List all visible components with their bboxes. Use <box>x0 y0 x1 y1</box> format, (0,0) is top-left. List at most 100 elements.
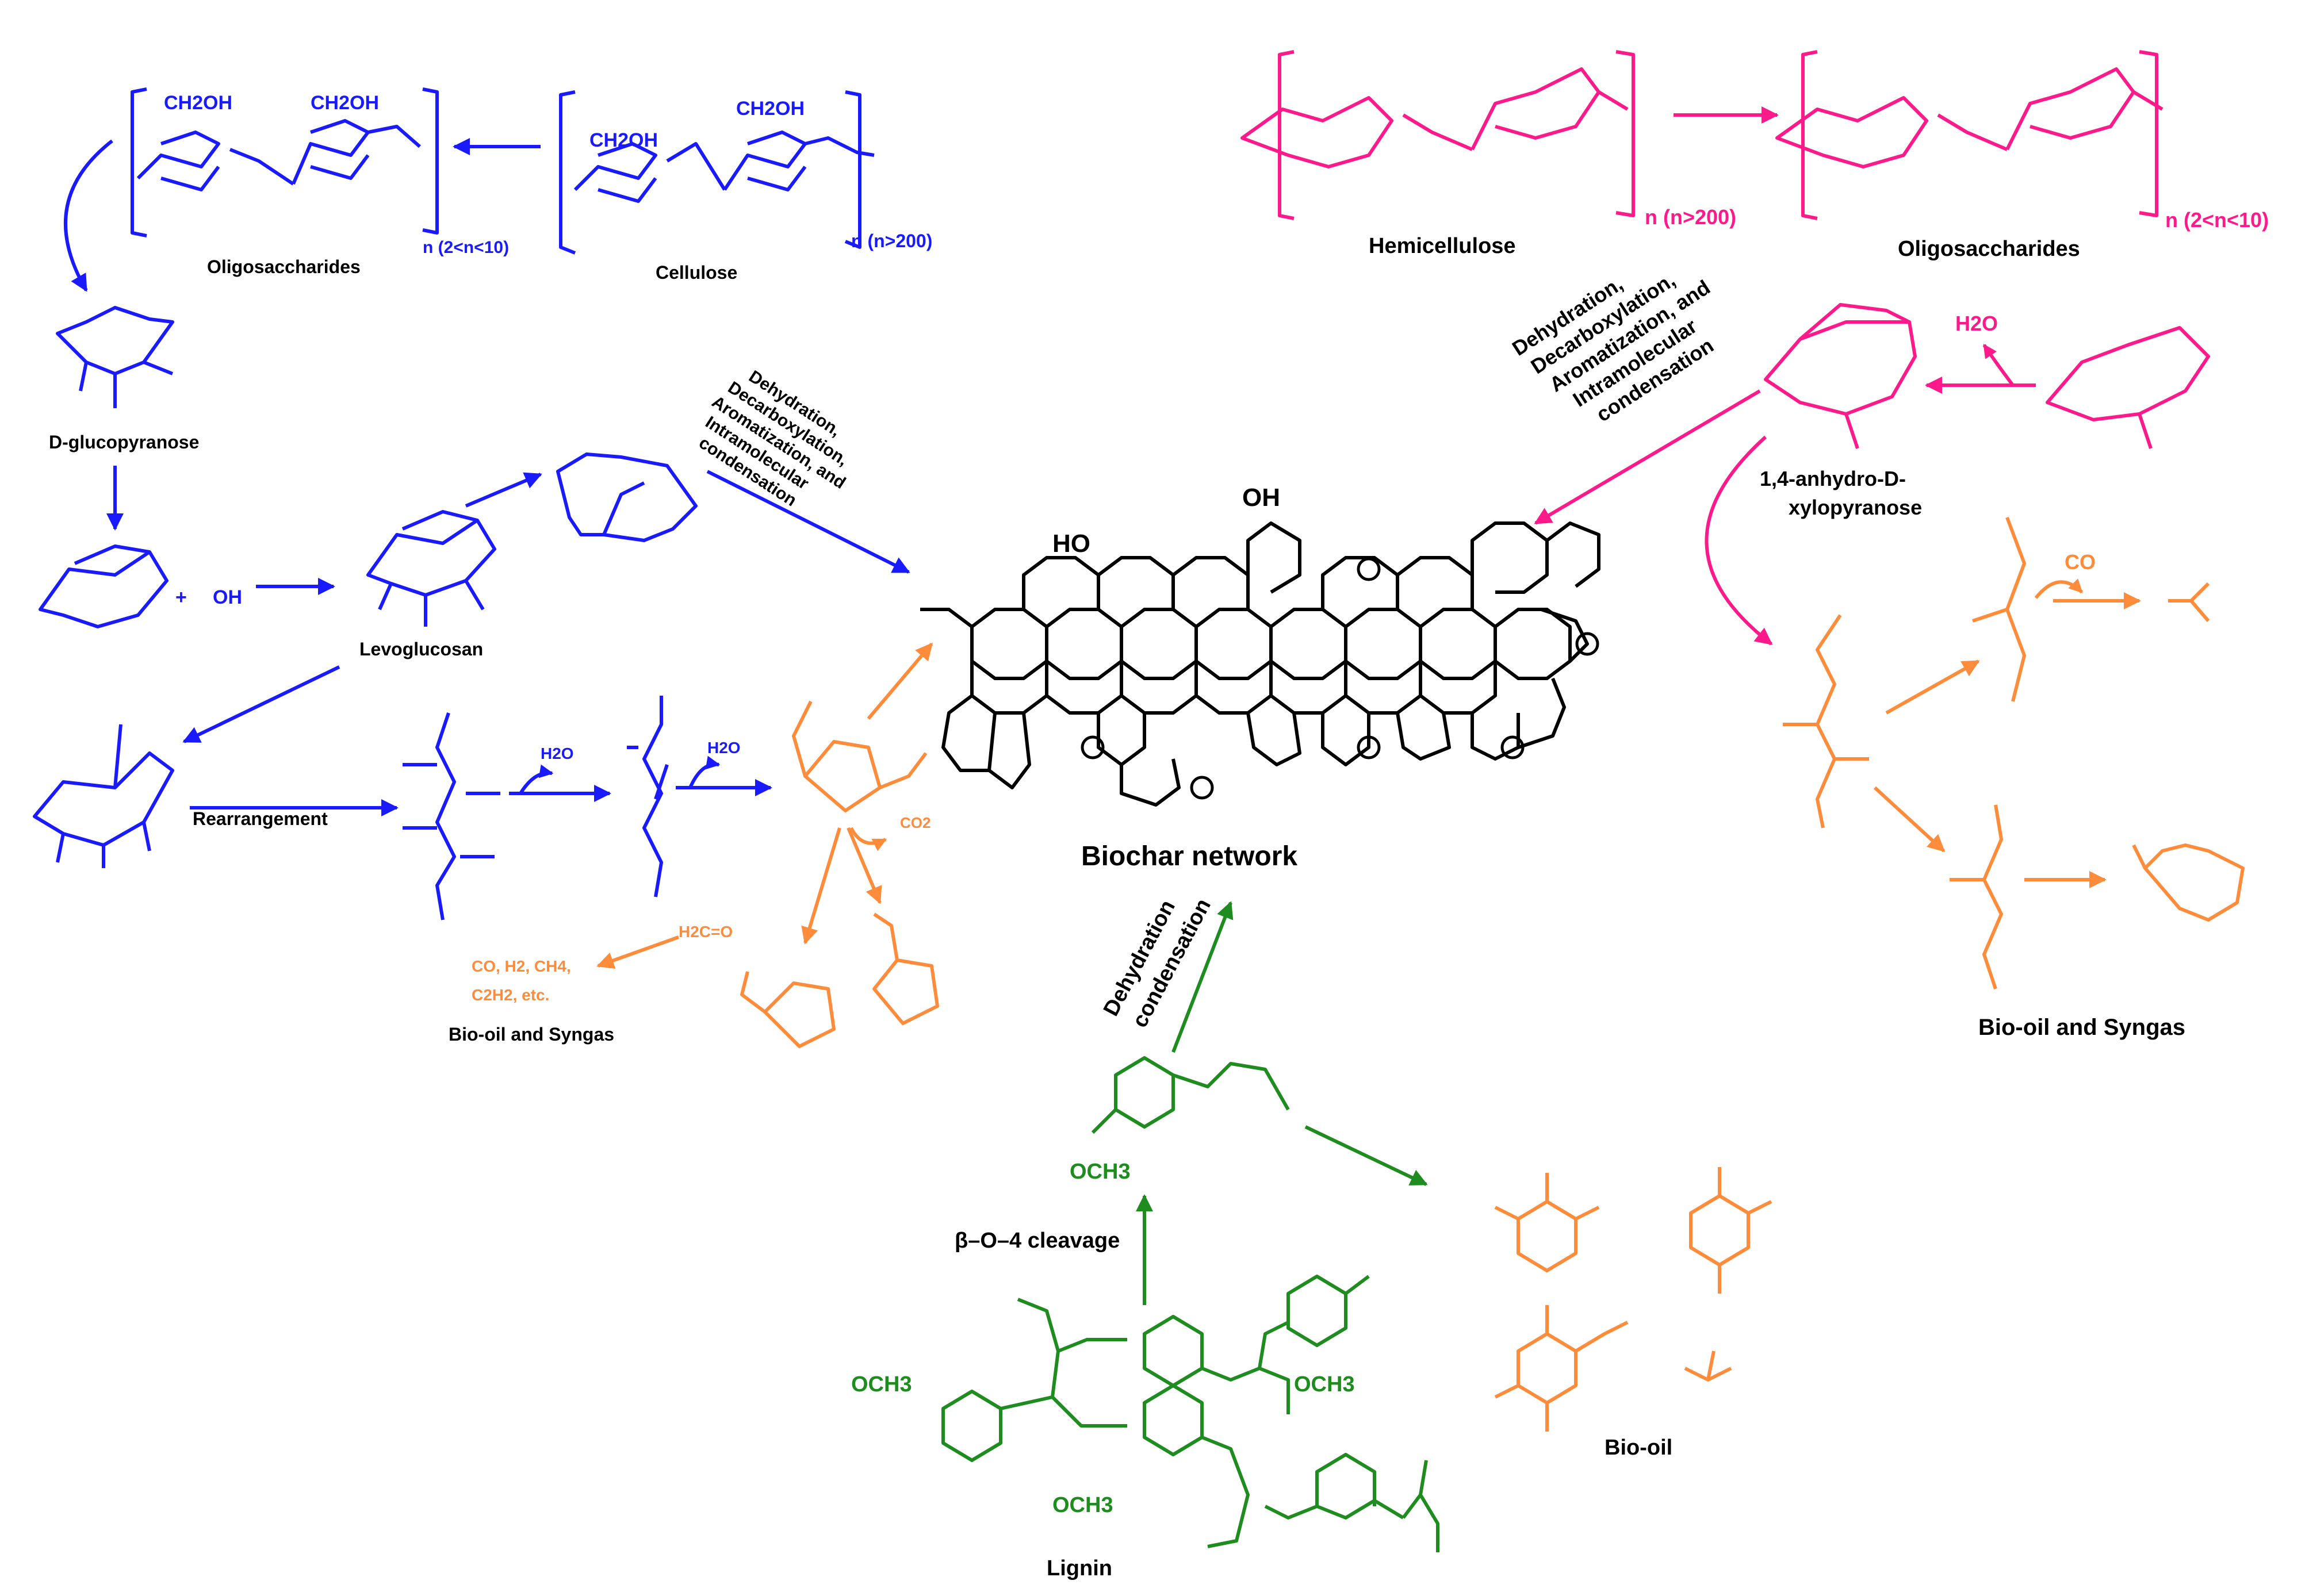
lignin-products <box>1494 1167 1772 1432</box>
arrow-to-lower-intermediate <box>1873 786 1946 853</box>
hemicellulose-oligo-label: Oligosaccharides <box>1898 237 2080 261</box>
lignin-och3-label-3: OCH3 <box>1052 1493 1113 1517</box>
arrow-hmf-to-biochar <box>867 642 933 720</box>
biochar-ho-label: HO <box>1052 530 1090 558</box>
cleavage-label: β–O–4 cleavage <box>955 1229 1120 1253</box>
water-release-curve-1 <box>519 764 554 795</box>
hmf-structure <box>792 700 928 812</box>
biochar-furan-oxygen-4 <box>1500 735 1525 759</box>
arrow-anhydro-to-open-chain <box>1705 435 1773 646</box>
co-label: CO <box>2065 550 2096 574</box>
oh-radical-label: OH <box>213 586 242 608</box>
cellulose-oligo-label: Oligosaccharides <box>207 256 361 277</box>
lignin-polymer-structure <box>941 1275 1439 1552</box>
upper-intermediate-structure <box>1972 516 2026 702</box>
arrow-levoglucosan-to-glucose <box>182 665 340 743</box>
cellulose-polymer-label: Cellulose <box>656 262 737 283</box>
gases-label-line-1: CO, H2, CH4, <box>472 957 571 975</box>
levoglucosan-label: Levoglucosan <box>359 639 483 659</box>
lignin-bio-oil-label: Bio-oil <box>1605 1436 1672 1460</box>
water-label-1: H2O <box>541 745 574 762</box>
hemicellulose-oligo-structure <box>1775 50 2164 220</box>
oligo-ch2oh-label-2: CH2OH <box>311 92 379 114</box>
biochar-furan-oxygen-5 <box>1357 557 1381 581</box>
hemicellulose-bio-oil-label: Bio-oil and Syngas <box>1978 1015 2185 1040</box>
biochar-furan-oxygen-3 <box>1357 735 1381 759</box>
arrow-to-upper-intermediate <box>1885 659 1980 715</box>
coniferyl-radical-structure <box>1091 1056 1290 1134</box>
lignin-och3-label-2: OCH3 <box>1294 1372 1355 1396</box>
levoglucosenone-structure <box>556 452 698 542</box>
biochar-furan-oxygen-6 <box>1575 632 1599 656</box>
arrow-formaldehyde-to-gases <box>596 935 680 969</box>
furyl-ketone-structure <box>2132 843 2245 922</box>
cellulose-polymer-n: n (n>200) <box>851 231 932 251</box>
xylose-radical-structure <box>2046 326 2210 449</box>
furfural-structure <box>740 971 836 1048</box>
hemi-water-label: H2O <box>1955 312 1998 335</box>
biochar-network <box>920 521 1600 807</box>
anhydro-label-line-2: xylopyranose <box>1789 496 1922 519</box>
hemicellulose-oligo-n: n (2<n<10) <box>2165 208 2269 232</box>
methoxyphenol-structure <box>1689 1167 1772 1294</box>
enol-structure <box>1684 1351 1732 1382</box>
formaldehyde-label: H2C=O <box>679 923 733 941</box>
arrow-anhydro-to-biochar <box>1534 389 1761 525</box>
open-chain-sugar-structure <box>403 712 500 920</box>
arrow-oligo-to-glucose <box>64 139 113 292</box>
hemicellulose-n: n (n>200) <box>1645 205 1736 229</box>
arrow-levoglucosenone-to-biochar <box>706 470 910 574</box>
cellulose-bio-oil-label: Bio-oil and Syngas <box>449 1024 614 1045</box>
cellulose-ch2oh-label-2: CH2OH <box>736 98 805 120</box>
lignin-och3-label-1: OCH3 <box>851 1372 912 1396</box>
anhydro-xylopyranose-structure <box>1764 303 1917 449</box>
co2-release-arrow <box>849 827 887 851</box>
biochar-furan-oxygen-1 <box>1081 735 1105 759</box>
rearrangement-label: Rearrangement <box>193 808 328 829</box>
arrow-radical-to-biochar <box>1171 901 1234 1053</box>
arrow-hmf-to-furfuryl <box>847 827 882 904</box>
levoglucosan-structure <box>366 510 496 627</box>
cellulose-oligo-n: n (2<n<10) <box>423 238 509 257</box>
gases-label-line-2: C2H2, etc. <box>472 986 549 1004</box>
glucopyranose-label: D-glucopyranose <box>49 432 199 452</box>
water-release-curve-2 <box>688 755 721 789</box>
anhydro-glucose-structure <box>39 544 169 628</box>
radical-och3-label: OCH3 <box>1070 1160 1131 1184</box>
furfuryl-alcohol-structure <box>872 912 939 1025</box>
lignin-branch: β–O–4 cleavage OCH3 <box>941 901 1439 1552</box>
glucose-isomer-structure <box>33 724 174 868</box>
hemicellulose-reaction-note: Dehydration, Decarboxylation, Aromatizat… <box>1508 268 1718 427</box>
lignin-label: Lignin <box>1047 1556 1112 1580</box>
cellulose-branch: CH2OH CH2OH Cellulose n (n>200) CH2OH CH… <box>33 87 932 920</box>
co-release-arrow <box>2034 578 2084 599</box>
cellulose-products: CO2 H2C=O CO, H2, CH4, C2H2, etc. <box>472 642 939 1048</box>
arrow-hmf-to-furfural <box>801 827 841 945</box>
biochar-network-label: Biochar network <box>1081 841 1297 872</box>
open-chain-xylose-structure <box>1783 614 1869 828</box>
arrow-levoglucosan-to-levoglucosenone <box>465 472 542 508</box>
biochar-furan-oxygen-2 <box>1190 776 1214 800</box>
co2-label: CO2 <box>900 814 931 831</box>
anhydro-label-line-1: 1,4-anhydro-D- <box>1760 467 1906 490</box>
biochar-graphene-structure <box>920 521 1600 807</box>
hemi-water-release <box>1982 344 2015 386</box>
cellulose-oligo-structure <box>131 87 439 237</box>
vinyl-phenol-structure <box>1494 1305 1629 1432</box>
syringol-structure <box>1494 1173 1600 1272</box>
oligo-ch2oh-label-1: CH2OH <box>164 92 232 114</box>
hemicellulose-products: CO <box>1783 516 2245 989</box>
cellulose-ch2oh-label-1: CH2OH <box>589 129 658 151</box>
lower-intermediate-structure <box>1950 804 2003 989</box>
hemicellulose-polymer-structure <box>1240 50 1635 220</box>
plus-sign: + <box>175 586 187 608</box>
arrow-radical-to-bio-oil <box>1304 1125 1428 1186</box>
hemicellulose-branch: Hemicellulose n (n>200) Oligosaccharides… <box>1240 50 2269 646</box>
water-label-2: H2O <box>707 739 741 757</box>
acetone-structure <box>2168 582 2210 622</box>
cellulose-polymer-structure <box>559 90 875 255</box>
hemicellulose-label: Hemicellulose <box>1369 234 1516 258</box>
enol-intermediate-structure <box>627 696 669 897</box>
glucopyranose-structure <box>56 306 174 408</box>
